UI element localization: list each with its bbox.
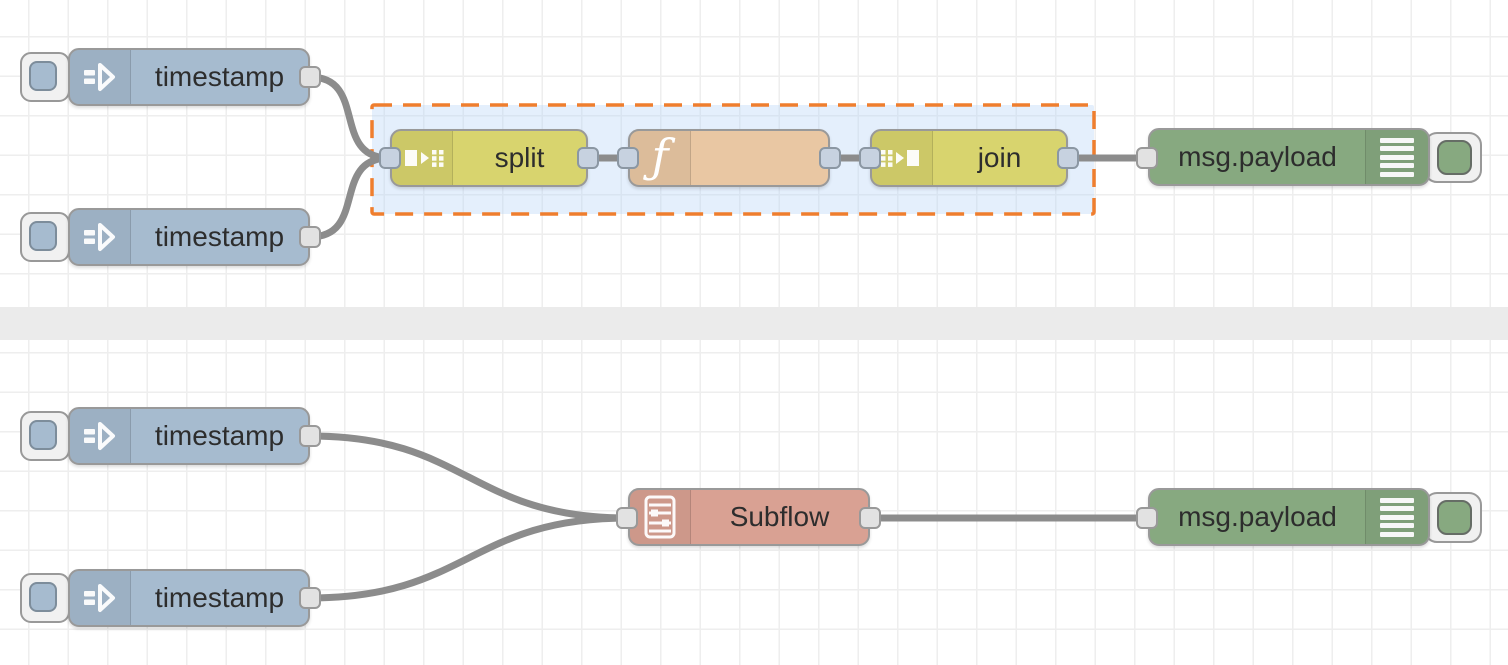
input-port[interactable] [1136,147,1158,169]
output-port[interactable] [299,587,321,609]
output-port[interactable] [819,147,841,169]
inject-arrow-icon [70,210,131,264]
node-label [691,131,828,185]
node-label: msg.payload [1178,141,1337,172]
debug-list-icon [1365,130,1428,184]
node-label: timestamp [154,61,285,92]
flow-divider-band [0,307,1508,340]
inject-button-inner[interactable] [29,582,57,612]
node-label: timestamp [154,420,285,451]
inject-arrow-icon [70,571,131,625]
inject-button-inner[interactable] [29,61,57,91]
node-label: timestamp [154,221,285,252]
input-port[interactable] [1136,507,1158,529]
join-node[interactable]: join [870,129,1068,187]
function-f-icon: ƒ [630,131,691,185]
debug-list-icon [1365,490,1428,544]
output-port[interactable] [1057,147,1079,169]
output-port[interactable] [577,147,599,169]
wire[interactable] [309,154,390,241]
node-label: join [977,142,1022,173]
debug-toggle-button-inner[interactable] [1437,500,1472,535]
output-port[interactable] [299,226,321,248]
inject-button-inner[interactable] [29,221,57,251]
debug-node-top[interactable]: msg.payload [1148,128,1430,186]
input-port[interactable] [379,147,401,169]
subflow-icon [630,490,691,544]
inject-node-bottom-2[interactable]: timestamp [68,569,310,627]
node-label: Subflow [729,501,830,532]
debug-toggle-button-inner[interactable] [1437,140,1472,175]
wire[interactable] [309,432,629,522]
input-port[interactable] [616,507,638,529]
node-label: split [494,142,545,173]
join-icon [872,131,933,185]
inject-node-bottom-1[interactable]: timestamp [68,407,310,465]
inject-node-top-2[interactable]: timestamp [68,208,310,266]
inject-node-top-1[interactable]: timestamp [68,48,310,106]
wire[interactable] [309,514,629,602]
subflow-node[interactable]: Subflow [628,488,870,546]
wire[interactable] [309,73,390,162]
inject-button-inner[interactable] [29,420,57,450]
input-port[interactable] [859,147,881,169]
debug-node-bottom[interactable]: msg.payload [1148,488,1430,546]
inject-arrow-icon [70,409,131,463]
output-port[interactable] [299,66,321,88]
function-node[interactable]: ƒ [628,129,830,187]
split-node[interactable]: split [390,129,588,187]
split-icon [392,131,453,185]
inject-arrow-icon [70,50,131,104]
input-port[interactable] [617,147,639,169]
output-port[interactable] [299,425,321,447]
output-port[interactable] [859,507,881,529]
node-label: timestamp [154,582,285,613]
node-label: msg.payload [1178,501,1337,532]
